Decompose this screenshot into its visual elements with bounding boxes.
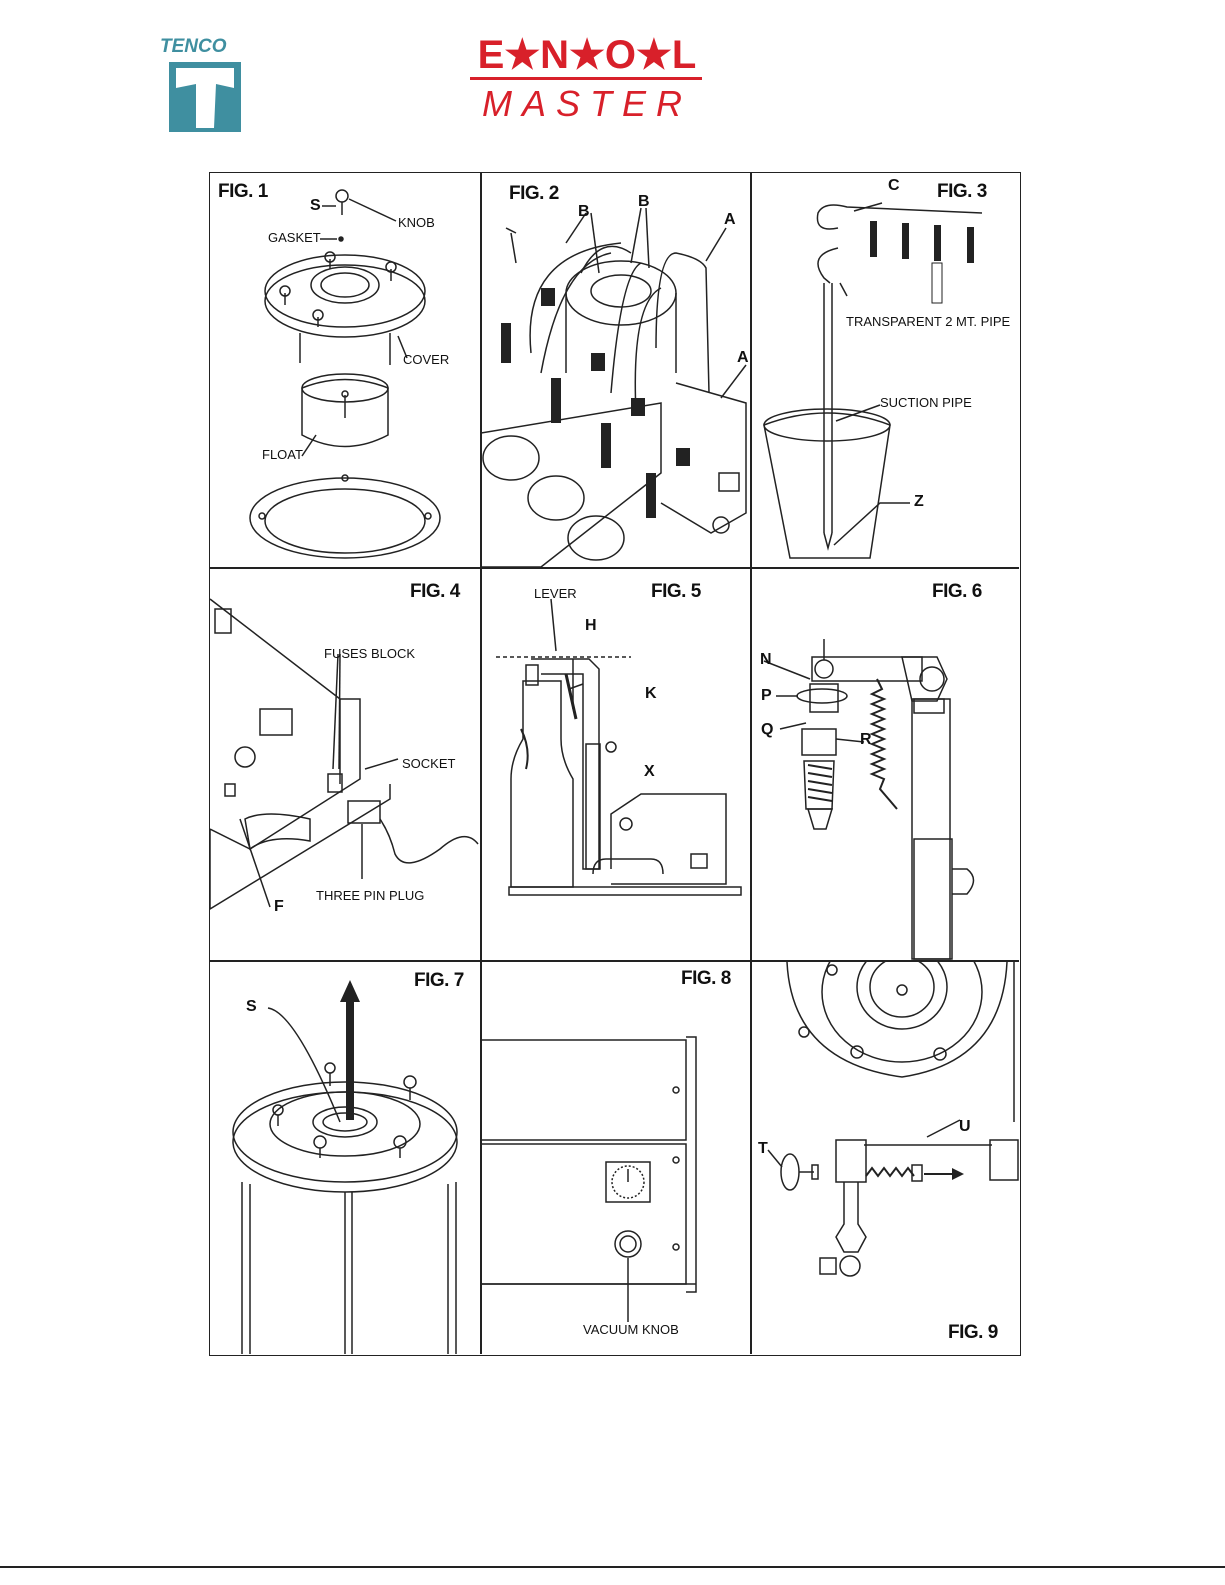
figure-8: FIG. 8 VACUUM KNOB — [481, 962, 750, 1354]
fig4-label-f: F — [274, 898, 284, 916]
figure-2: FIG. 2 B B A A — [481, 173, 750, 567]
fig5-label-h: H — [585, 617, 597, 635]
figure-5: FIG. 5 LEVER H K X — [481, 569, 750, 960]
fig6-illustration — [752, 569, 1020, 960]
fig5-label-k: K — [645, 685, 657, 703]
fig3-label-suction: SUCTION PIPE — [880, 395, 972, 410]
fig6-label-n: N — [760, 651, 772, 669]
fig1-label-knob: KNOB — [398, 215, 435, 230]
fig9-illustration — [752, 962, 1020, 1354]
figures-grid: FIG. 1 S KNOB GASKET COVER FLOAT — [209, 172, 1021, 1356]
fig1-label-s: S — [310, 197, 321, 215]
fig5-illustration — [481, 569, 750, 960]
fig9-label-u: U — [959, 1118, 971, 1136]
tenco-logo-text: TENCO — [160, 36, 227, 57]
fig2-label-b2: B — [638, 193, 650, 211]
fig1-title: FIG. 1 — [218, 181, 268, 203]
fig2-label-a2: A — [737, 349, 749, 367]
fig1-label-cover: COVER — [403, 352, 449, 367]
fig5-title: FIG. 5 — [651, 581, 701, 603]
fig7-illustration — [210, 962, 480, 1354]
figure-9: FIG. 9 T U — [752, 962, 1020, 1354]
page-footer-rule — [0, 1566, 1225, 1568]
fig7-title: FIG. 7 — [414, 970, 464, 992]
fig1-label-float: FLOAT — [262, 447, 303, 462]
fig4-label-fuses: FUSES BLOCK — [324, 646, 415, 661]
fig5-label-x: X — [644, 763, 655, 781]
enol-master-logo: E★N★O★L MASTER — [470, 32, 705, 122]
fig8-title: FIG. 8 — [681, 968, 731, 990]
fig7-label-s: S — [246, 998, 257, 1016]
fig2-title: FIG. 2 — [509, 183, 559, 205]
figure-1: FIG. 1 S KNOB GASKET COVER FLOAT — [210, 173, 480, 567]
fig9-label-t: T — [758, 1140, 768, 1158]
fig2-label-a1: A — [724, 211, 736, 229]
tenco-logo: TENCO — [160, 36, 252, 136]
fig8-illustration — [481, 962, 750, 1354]
figure-3: FIG. 3 C TRANSPARENT 2 MT. PIPE SUCTION … — [752, 173, 1020, 567]
fig3-label-c: C — [888, 177, 900, 195]
fig8-label-vacuum: VACUUM KNOB — [583, 1322, 679, 1337]
fig6-label-q: Q — [761, 721, 773, 739]
fig5-label-lever: LEVER — [534, 586, 577, 601]
fig3-label-pipe: TRANSPARENT 2 MT. PIPE — [846, 314, 1010, 329]
fig4-title: FIG. 4 — [410, 581, 460, 603]
fig2-illustration — [481, 173, 750, 567]
fig3-title: FIG. 3 — [937, 181, 987, 203]
figure-6: FIG. 6 N P Q R — [752, 569, 1020, 960]
master-logo-text: MASTER — [482, 83, 692, 122]
fig6-label-p: P — [761, 687, 772, 705]
fig4-label-plug: THREE PIN PLUG — [316, 888, 424, 903]
fig4-label-socket: SOCKET — [402, 756, 455, 771]
fig3-label-z: Z — [914, 493, 924, 511]
fig6-title: FIG. 6 — [932, 581, 982, 603]
figure-7: FIG. 7 S — [210, 962, 480, 1354]
fig1-label-gasket: GASKET — [268, 230, 321, 245]
fig2-label-b1: B — [578, 203, 590, 221]
fig6-label-r: R — [860, 731, 872, 749]
fig3-illustration — [752, 173, 1020, 567]
figure-4: FIG. 4 FUSES BLOCK SOCKET THREE PIN PLUG… — [210, 569, 480, 960]
fig1-illustration — [210, 173, 480, 567]
fig9-title: FIG. 9 — [948, 1322, 998, 1344]
enol-logo-text: E★N★O★L — [478, 33, 697, 77]
